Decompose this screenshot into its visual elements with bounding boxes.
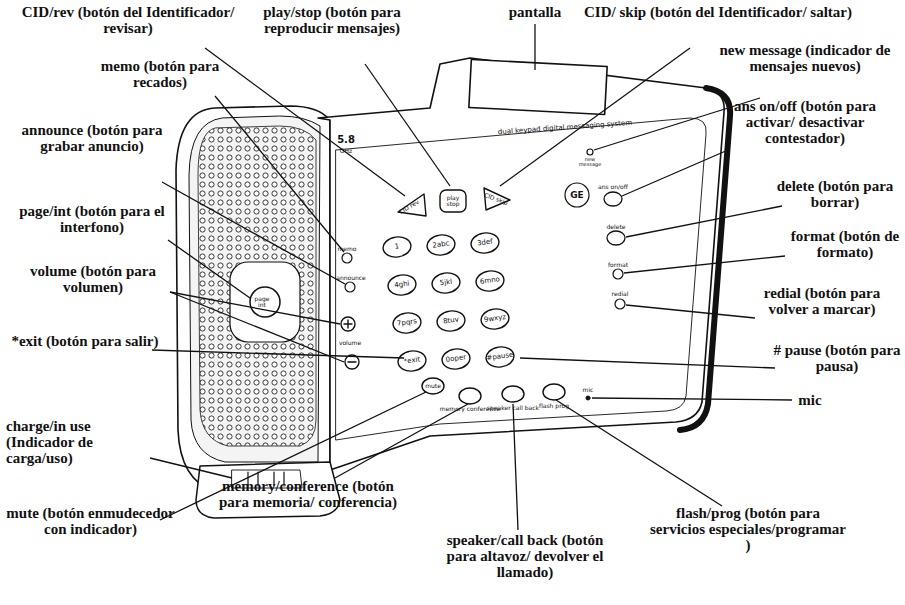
speaker-button — [502, 386, 524, 402]
callout-label: ans on/off (botón para activar/ desactiv… — [714, 98, 896, 147]
device-marking: play stop — [440, 195, 466, 207]
callout-label: pantalla — [500, 4, 570, 20]
leader-lines — [150, 24, 792, 530]
format-button — [613, 269, 623, 279]
keypad-key — [382, 235, 413, 259]
keypad-key — [480, 307, 511, 331]
callout-label: announce (botón para grabar anuncio) — [12, 122, 172, 154]
callout-label: format (botón de formato) — [790, 228, 900, 260]
delete-button — [607, 231, 625, 245]
callout-label: CID/rev (botón del Identificador/ revisa… — [3, 4, 253, 36]
announce-button — [345, 282, 355, 292]
callout-label: mute (botón enmudecedor con indicador) — [3, 505, 178, 537]
device-marking: GE — [570, 191, 584, 200]
device-marking: mic — [583, 387, 594, 393]
mute-button — [422, 378, 444, 394]
device-marking: delete — [607, 224, 626, 230]
callout-label: new message (indicador de mensajes nuevo… — [715, 42, 895, 74]
callout-label: charge/in use (Indicador de carga/uso) — [6, 418, 150, 467]
callout-label: memo (botón para recados) — [75, 58, 245, 90]
cradle-housing — [176, 106, 330, 498]
panel-outline — [336, 118, 706, 440]
cradle-inner — [189, 116, 320, 462]
keypad-key — [387, 273, 418, 297]
device-marking: ans on/off — [598, 184, 628, 190]
message-led — [587, 149, 593, 155]
device-marking: volume — [339, 340, 361, 346]
volume-up — [341, 317, 355, 331]
device-marking: flash prog — [539, 403, 569, 409]
ans-button — [604, 192, 622, 206]
keypad-key — [392, 311, 423, 335]
keypad-key — [485, 345, 516, 369]
callout-label: CID/ skip (botón del Identificador/ salt… — [583, 4, 853, 20]
keypad-key — [436, 309, 467, 333]
device-marking: mute — [425, 383, 441, 389]
callout-label: flash/prog (botón para servicios especia… — [648, 505, 848, 554]
keypad — [382, 231, 516, 373]
memo-button — [342, 253, 352, 263]
callout-label: mic — [790, 392, 830, 408]
callout-label: *exit (botón para salir) — [10, 333, 160, 349]
play-button — [440, 190, 466, 212]
callout-label: redial (botón para volver a marcar) — [742, 285, 902, 317]
callout-label: # pause (botón para pausa) — [772, 342, 902, 374]
keypad-key — [426, 233, 457, 257]
mic-hole — [586, 396, 590, 400]
keypad-key — [475, 269, 506, 293]
device-marking: page int — [253, 296, 271, 308]
device-marking: speaker call back — [487, 405, 539, 411]
flash-button — [543, 384, 565, 400]
device-marking: new message — [575, 157, 605, 167]
memory-button — [459, 388, 481, 404]
device-marking: memo — [337, 246, 356, 252]
keypad-key — [441, 347, 472, 371]
callout-label: speaker/call back (botón para altavoz/ d… — [430, 532, 620, 581]
callout-label: memory/conference (botón para memoria/ c… — [216, 478, 401, 510]
redial-button — [615, 299, 625, 309]
callout-label: play/stop (botón para reproducir mensaje… — [242, 4, 422, 36]
device-marking: GHz — [340, 148, 352, 154]
device-marking: 1 — [394, 243, 399, 251]
callout-label: page/int (botón para el interfono) — [5, 203, 180, 235]
keypad-key — [397, 349, 428, 373]
device-marking: format — [608, 262, 628, 268]
keypad-key — [470, 231, 501, 255]
ge-logo — [565, 183, 589, 207]
callout-label: volume (botón para volumen) — [3, 263, 183, 295]
callout-label: delete (botón para borrar) — [770, 178, 900, 210]
cid-rev-button — [398, 194, 426, 216]
cid-skip-button — [484, 188, 510, 210]
device-marking: announce — [336, 275, 366, 281]
speaker-grille — [198, 126, 316, 446]
keypad-key — [431, 271, 462, 295]
device-marking: 5.8 — [337, 135, 355, 145]
display — [469, 59, 607, 114]
base-body — [318, 58, 724, 470]
device-marking: redial — [612, 291, 629, 297]
